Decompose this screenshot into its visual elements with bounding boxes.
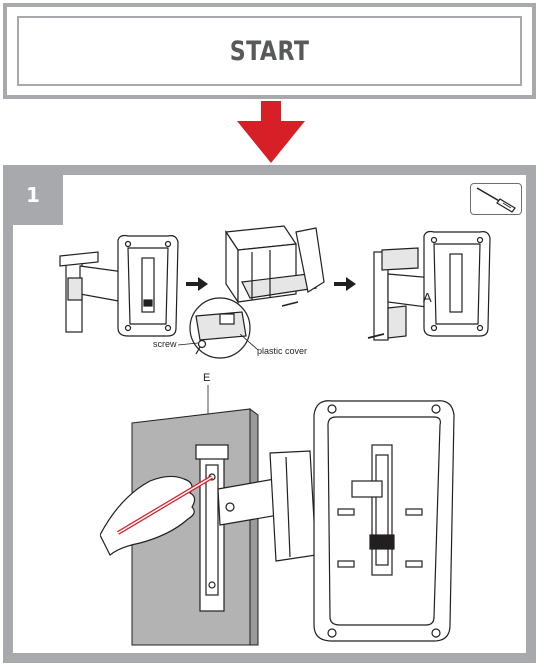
start-title: START bbox=[229, 35, 310, 67]
tool-box bbox=[470, 183, 522, 215]
start-box: START bbox=[3, 3, 536, 99]
screw-label: screw bbox=[153, 339, 177, 349]
part-a-label: A bbox=[423, 290, 432, 305]
screwdriver-icon bbox=[476, 187, 516, 213]
detail-magnifier bbox=[189, 297, 251, 359]
plastic-cover-leader-line bbox=[240, 334, 259, 351]
right-arrow-icon bbox=[334, 277, 356, 291]
right-arrow-icon bbox=[186, 277, 208, 291]
start-inner-border: START bbox=[17, 16, 522, 86]
screw-leader-line bbox=[178, 342, 198, 346]
step-number-badge: 1 bbox=[3, 165, 63, 225]
wall-mount-figure bbox=[100, 385, 455, 646]
down-arrow-icon bbox=[237, 101, 305, 163]
plastic-cover-label: plastic cover bbox=[257, 346, 308, 356]
arm-assembly-figure bbox=[59, 234, 179, 337]
part-e-label: E bbox=[203, 372, 211, 384]
assembled-arm-figure bbox=[367, 230, 491, 341]
exploded-cover-figure bbox=[224, 225, 325, 307]
